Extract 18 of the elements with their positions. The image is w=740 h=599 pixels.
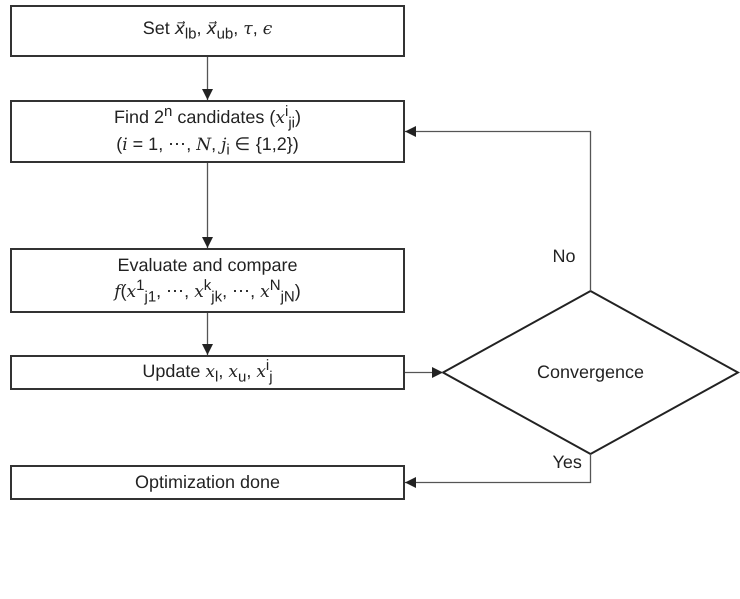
step-text: Find 2$^{n}$ candidates (x$^{i}$$_{ji}$)	[114, 102, 302, 133]
process-box	[10, 5, 405, 57]
process-box	[10, 248, 405, 313]
step-text: Convergence	[536, 361, 644, 384]
step-text: Optimization done	[134, 471, 280, 494]
step-text: Set x⃗$_{lb}$, x⃗$_{ub}$, τ, ϵ	[142, 17, 272, 45]
process-box	[10, 100, 405, 163]
arrow	[405, 367, 443, 378]
arrow	[202, 163, 213, 248]
formula-text: (i = 1, ⋯, N, j$_{i}$ ∈ {1,2})	[116, 133, 299, 160]
process-box	[10, 355, 405, 390]
step-text: Evaluate and compare	[117, 254, 298, 277]
arrow	[405, 126, 592, 291]
arrow	[405, 454, 592, 488]
process-box	[10, 465, 405, 500]
arrow	[202, 313, 213, 355]
formula-text: f(x$^{1}$$_{j1}$, ⋯, x$^{k}$$_{jk}$, ⋯, x$^{N}$$_{jN}$)	[114, 276, 301, 307]
arrow	[202, 57, 213, 100]
